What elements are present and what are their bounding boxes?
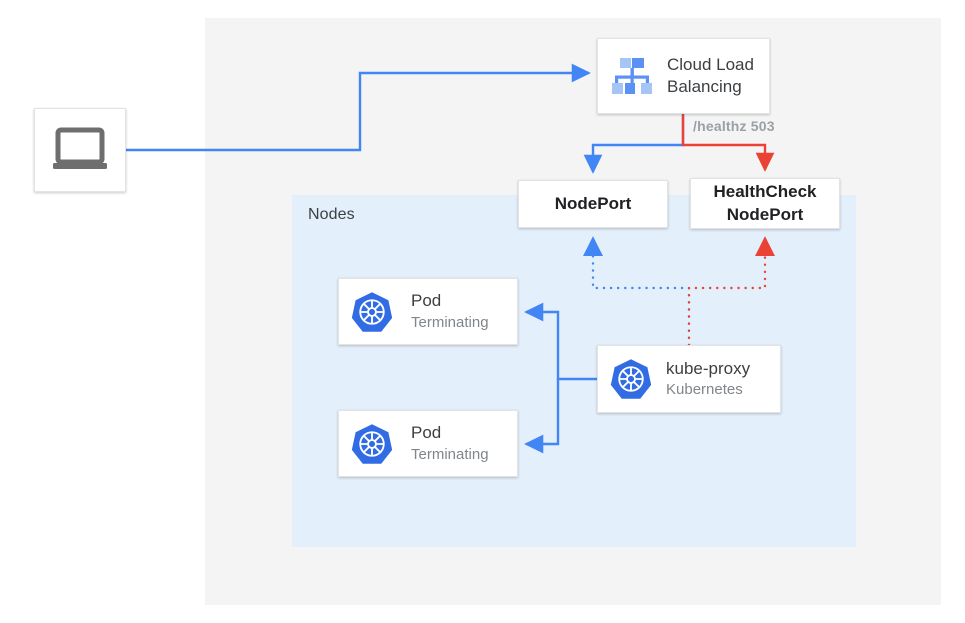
pod-node[interactable]: Pod Terminating [338,278,518,345]
nodeport-label: NodePort [554,193,632,213]
pod-label: Pod Terminating [411,290,489,332]
pod-status: Terminating [411,445,489,463]
cloud-load-balancing-label: Cloud Load Balancing [667,54,754,99]
cloud-load-balancing-icon [609,54,655,98]
healthz-edge-label: /healthz 503 [693,118,775,134]
healthcheck-nodeport-label: HealthCheck NodePort [714,181,817,225]
kube-proxy-node[interactable]: kube-proxy Kubernetes [597,345,781,413]
nodeport-node[interactable]: NodePort [518,180,668,228]
pod-status: Terminating [411,313,489,331]
kube-proxy-title: kube-proxy [666,358,751,378]
healthcheck-nodeport-node[interactable]: HealthCheck NodePort [690,178,840,229]
kubernetes-icon [351,423,393,465]
nodes-region-label: Nodes [308,206,355,223]
kubernetes-icon [610,358,652,400]
pod-label: Pod Terminating [411,422,489,464]
cloud-load-balancing-node[interactable]: Cloud Load Balancing [597,38,770,114]
kubernetes-icon [351,291,393,333]
laptop-icon [51,127,109,173]
kube-proxy-label: kube-proxy Kubernetes [666,358,750,400]
healthcheck-nodeport-line1: HealthCheck [713,182,817,202]
cloud-load-balancing-line2: Balancing [667,77,742,96]
client-node[interactable] [34,108,126,192]
cloud-load-balancing-line1: Cloud Load [667,54,754,74]
kube-proxy-subtitle: Kubernetes [666,381,743,399]
pod-title: Pod [411,291,442,311]
healthcheck-nodeport-line2: NodePort [726,204,804,224]
pod-title: Pod [411,423,442,443]
pod-node[interactable]: Pod Terminating [338,410,518,477]
